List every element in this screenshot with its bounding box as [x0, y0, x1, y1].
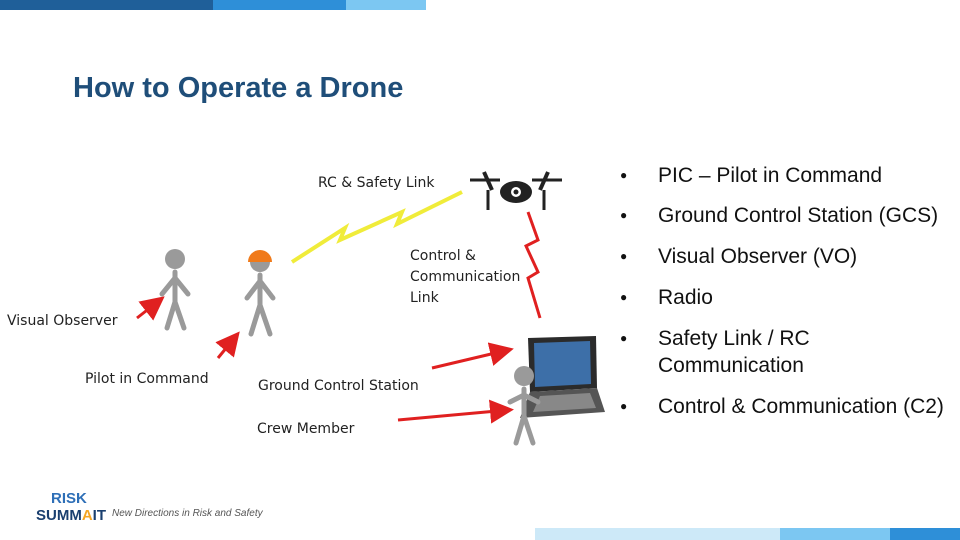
page-title: How to Operate a Drone [73, 72, 404, 104]
visual-observer-person-icon [159, 249, 191, 331]
bottom-bar-mid [780, 528, 890, 540]
bottom-bar-light [535, 528, 780, 540]
list-item-text: Visual Observer (VO) [658, 245, 858, 268]
risk-summit-logo: RISK SUMMAIT [36, 490, 106, 524]
list-item: ● Ground Control Station (GCS) [620, 202, 950, 229]
visual-observer-label: Visual Observer [7, 313, 118, 329]
bullet-icon: ● [620, 249, 628, 263]
list-item-text: Radio [658, 286, 713, 309]
c2-link-lightning-icon [524, 211, 542, 319]
list-item: ● Control & Communication (C2) [620, 393, 950, 420]
list-item-text: Ground Control Station (GCS) [658, 204, 939, 227]
drone-icon [470, 171, 562, 210]
bullet-icon: ● [620, 168, 628, 182]
bullet-icon: ● [620, 290, 628, 304]
footer-tagline: New Directions in Risk and Safety [112, 508, 263, 519]
arrow-crew-member [397, 399, 514, 424]
top-bar-dark [0, 0, 213, 10]
list-item: ● Radio [620, 284, 950, 311]
list-item: ● PIC – Pilot in Command [620, 162, 950, 189]
ground-control-station-label: Ground Control Station [258, 378, 419, 394]
pilot-person-icon [244, 252, 276, 337]
rc-link-lightning-icon [290, 190, 463, 264]
laptop-icon [520, 336, 605, 418]
rc-safety-link-label: RC & Safety Link [318, 175, 435, 191]
arrow-visual-observer [136, 296, 165, 321]
helmet-icon [248, 250, 272, 262]
crew-member-label: Crew Member [257, 421, 355, 437]
logo-line-summit: SUMMAIT [36, 507, 107, 524]
list-item-text: PIC – Pilot in Command [658, 164, 883, 187]
bullet-icon: ● [620, 208, 628, 222]
list-item: ● Safety Link / RC Communication [620, 325, 950, 379]
bullet-icon: ● [620, 399, 628, 413]
list-item-text: Control & Communication (C2) [658, 395, 944, 418]
top-bar-mid [213, 0, 346, 10]
arrow-ground-control-station [431, 342, 514, 370]
list-item: ● Visual Observer (VO) [620, 243, 950, 270]
arrow-pilot [215, 331, 240, 359]
bullet-icon: ● [620, 331, 628, 345]
list-item-text: Safety Link / RC Communication [658, 327, 810, 377]
roles-bullet-list: ● PIC – Pilot in Command ● Ground Contro… [620, 162, 950, 420]
top-bar-light [346, 0, 426, 10]
c2-link-label: Control & Communication Link [410, 248, 521, 306]
bottom-bar-dark [890, 528, 960, 540]
logo-line-risk: RISK [51, 490, 87, 507]
pilot-in-command-label: Pilot in Command [85, 371, 209, 387]
crew-member-person-icon [507, 366, 541, 446]
